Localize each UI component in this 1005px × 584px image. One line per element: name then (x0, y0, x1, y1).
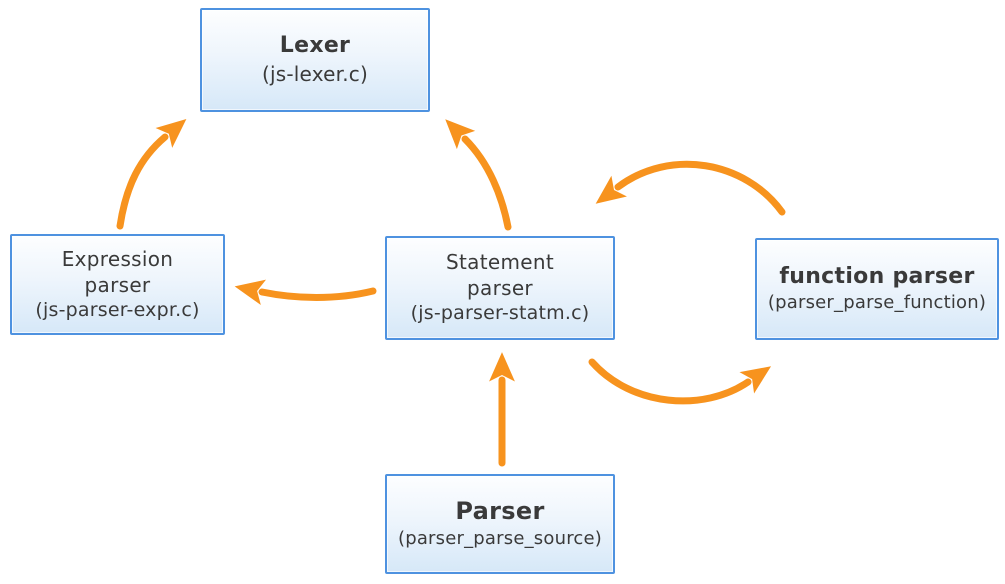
node-statement-parser-label: Statement parser (446, 250, 554, 301)
arrow-function-parser-to-statement-parser (595, 160, 786, 216)
arrow-statement-parser-to-function-parser (588, 358, 772, 405)
node-parser-label: Parser (455, 497, 545, 526)
arrow-expression-parser-to-lexer (116, 119, 187, 230)
node-expression-parser: Expression parser (js-parser-expr.c) (10, 234, 225, 335)
node-expression-parser-label: Expression parser (61, 246, 174, 297)
arrow-statement-parser-to-lexer (445, 119, 512, 231)
arrow-statement-parser-to-expression-parser (234, 279, 377, 305)
node-function-parser: function parser (parser_parse_function) (755, 238, 999, 340)
node-statement-parser-sublabel: (js-parser-statm.c) (410, 302, 590, 325)
node-function-parser-label: function parser (779, 263, 975, 289)
node-expression-parser-sublabel: (js-parser-expr.c) (35, 298, 200, 321)
node-lexer-sublabel: (js-lexer.c) (262, 61, 368, 86)
node-function-parser-sublabel: (parser_parse_function) (767, 292, 987, 314)
node-statement-parser: Statement parser (js-parser-statm.c) (385, 236, 615, 340)
node-parser: Parser (parser_parse_source) (385, 474, 615, 574)
node-lexer-label: Lexer (279, 33, 351, 59)
node-parser-sublabel: (parser_parse_source) (397, 528, 603, 550)
node-lexer: Lexer (js-lexer.c) (200, 8, 430, 112)
